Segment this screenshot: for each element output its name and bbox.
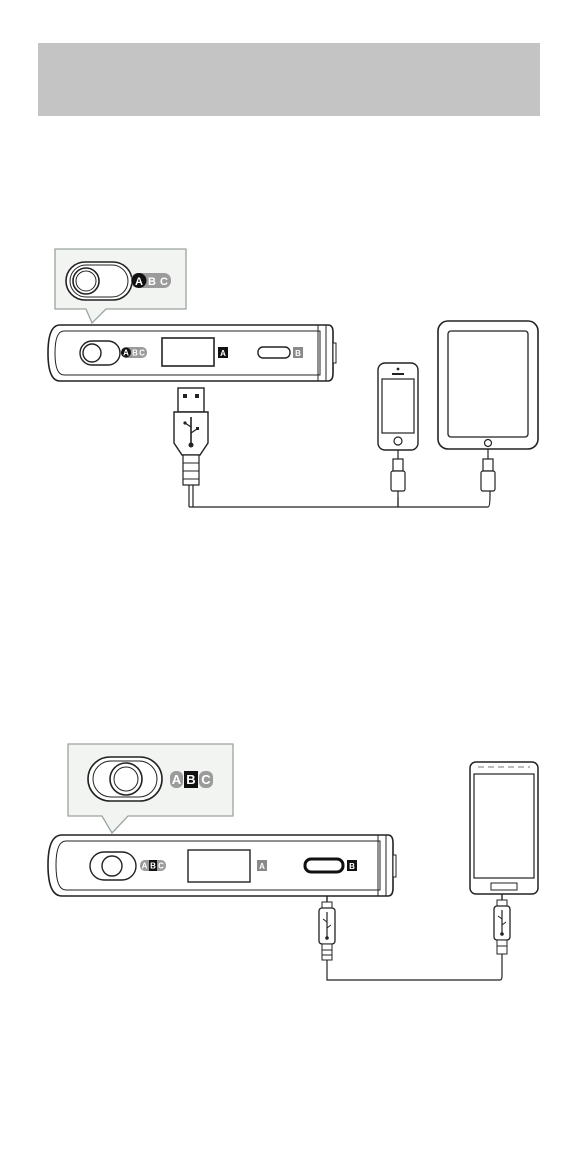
diagram-apple-devices: A B C A B C A B	[47, 248, 539, 508]
svg-text:A: A	[123, 349, 129, 358]
svg-text:C: C	[139, 349, 145, 358]
diagram-android-device: A B C A B C A B	[47, 743, 539, 981]
usb-port-b	[257, 346, 291, 359]
usb-a-plug-icon	[173, 387, 209, 507]
svg-text:B: B	[186, 772, 195, 787]
port-label-b: B	[295, 349, 301, 358]
usb-port-b	[303, 857, 345, 874]
mode-callout-top: A B C	[54, 248, 187, 325]
port-label-a: A	[220, 349, 226, 358]
power-bank-bottom: A B C A B	[47, 834, 397, 897]
micro-usb-plug-right-icon	[493, 893, 511, 955]
power-bank-top: A B C A B	[47, 324, 337, 382]
cable	[326, 954, 503, 981]
svg-text:B: B	[150, 862, 156, 871]
callout-switch-knob-icon	[109, 762, 143, 796]
callout-mode-b: B	[148, 276, 156, 288]
svg-text:C: C	[201, 772, 211, 787]
svg-text:A: A	[142, 862, 148, 871]
callout-switch-knob-icon	[72, 267, 100, 295]
callout-mode-c: C	[160, 276, 168, 288]
port-label-a: A	[259, 862, 265, 871]
svg-text:A: A	[172, 772, 182, 787]
display-window	[187, 849, 251, 883]
callout-mode-a-badge	[131, 273, 147, 288]
display-window	[161, 337, 215, 367]
tablet-icon	[437, 320, 539, 492]
callout-mode-b-badge	[184, 771, 198, 788]
split-cable	[189, 477, 491, 508]
port-label-b: B	[349, 862, 355, 871]
smartphone-icon	[377, 362, 419, 507]
svg-text:C: C	[158, 862, 164, 871]
svg-text:B: B	[132, 349, 138, 358]
callout-mode-a: A	[135, 276, 143, 288]
header-band	[38, 43, 540, 116]
mode-callout-bottom: A B C	[67, 743, 234, 835]
micro-usb-plug-left-icon	[318, 896, 336, 961]
android-phone-icon	[469, 761, 539, 895]
